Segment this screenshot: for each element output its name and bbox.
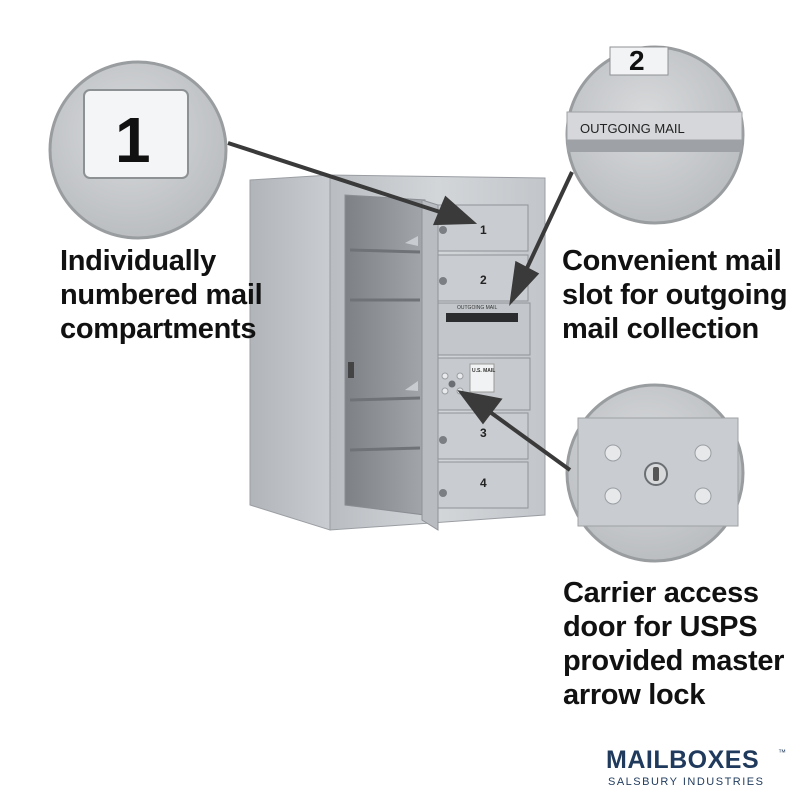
mailbox-door-number: 3 [480,426,487,440]
zoom-circle-carrier-lock [565,383,745,563]
callout-carrier-access: Carrier access door for USPS provided ma… [563,576,784,712]
zoom-circle-outgoing-slot [565,45,745,225]
callout-line: provided master [563,645,785,677]
zoom-circle-compartment [48,60,228,240]
mailbox-door-number: 1 [480,223,487,237]
zoom-compartment-number: 1 [115,104,151,176]
callout-line: door for USPS [563,611,758,643]
callout-line: Convenient mail [562,245,782,277]
callout-line: mail collection [562,313,759,345]
brand-logo: MAILBOXES [606,746,760,774]
zoom-outgoing-label: OUTGOING MAIL [580,121,685,136]
brand-trademark: ™ [778,748,786,757]
mailbox-slot-label: OUTGOING MAIL [457,305,498,311]
brand-subtitle: SALSBURY INDUSTRIES [608,776,765,788]
callout-line: slot for outgoing [562,279,788,311]
callout-outgoing-slot: Convenient mail slot for outgoing mail c… [562,244,788,346]
callout-line: Carrier access [563,577,759,609]
mailbox-door-number: 4 [480,476,487,490]
callout-compartments: Individually numbered mail compartments [60,244,263,346]
callout-arrows [227,141,574,472]
callout-line: Individually [60,245,216,277]
mailbox-door-number: 2 [480,273,487,287]
callout-line: compartments [60,313,257,345]
callout-line: numbered mail [60,279,263,311]
zoom-compartment-number-2: 2 [629,45,645,76]
callout-line: arrow lock [563,679,706,711]
compartment-doors [437,204,531,509]
mailbox-carrier-label: U.S. MAIL [472,368,495,374]
